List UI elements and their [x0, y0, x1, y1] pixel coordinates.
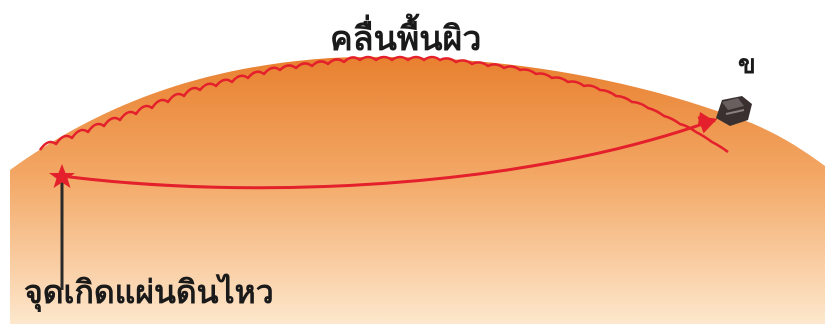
station-marker-label: ข: [738, 52, 756, 78]
surface-wave-label: คลื่นพื้นผิว: [330, 22, 482, 56]
epicenter-label: จุดเกิดแผ่นดินไหว: [24, 276, 274, 308]
